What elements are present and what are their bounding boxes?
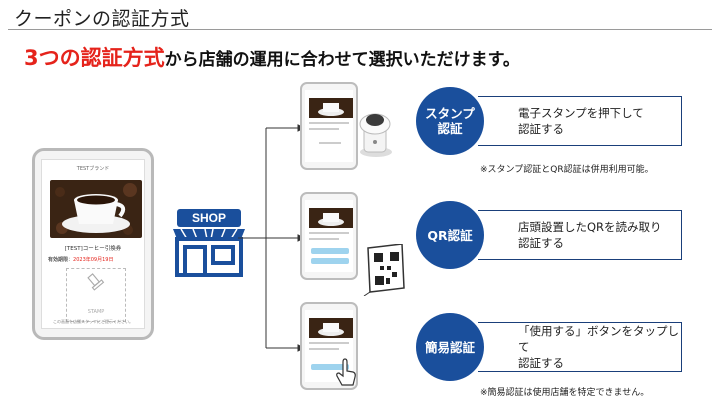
tap-hand-icon <box>336 358 356 386</box>
period-value: 2023年09月19日 <box>73 257 114 263</box>
use-button[interactable] <box>311 364 349 370</box>
method-description: 電子スタンプを押下して 認証する <box>518 106 644 136</box>
qr-auth-phone <box>300 192 358 280</box>
scan-qr-button[interactable] <box>311 248 349 254</box>
slide-title: クーポンの認証方式 <box>14 8 190 30</box>
brand-name: TESTブランド <box>76 166 110 172</box>
simple-method-badge: 簡易認証 <box>416 313 484 381</box>
coupon-name: [TEST]コーヒー引換券 <box>64 246 122 252</box>
coupon-period: 有効期限：2023年09月19日 <box>48 257 114 263</box>
shop-label: SHOP <box>192 211 226 225</box>
subtitle-highlight: 3つの認証方式 <box>24 46 165 70</box>
connector-lines <box>238 124 306 352</box>
secondary-button[interactable] <box>311 258 349 264</box>
coffee-thumbnail <box>309 318 353 338</box>
method-note: ※スタンプ認証とQR認証は併用利用可能。 <box>480 165 654 175</box>
stamp-area[interactable]: STAMP <box>66 268 126 322</box>
coupon-phone-mockup: TESTブランド [TEST]コーヒー引換券 有効期限：2023年09月19日 … <box>32 148 154 340</box>
subtitle-rest: から店舗の運用に合わせて選択いただけます。 <box>164 50 520 70</box>
slide-subtitle: 3つの認証方式から店舗の運用に合わせて選択いただけます。 <box>24 42 520 72</box>
method-description: 店頭設置したQRを読み取り 認証する <box>518 220 662 250</box>
stamp-method-box: 電子スタンプを押下して 認証する <box>478 96 682 146</box>
qr-method-box: 店頭設置したQRを読み取り 認証する <box>478 210 682 260</box>
coffee-cup-image <box>50 180 142 238</box>
title-divider <box>8 29 712 30</box>
electronic-stamp-icon <box>359 113 392 157</box>
coupon-note: この画面を店舗スタッフにご提示ください。 <box>53 319 133 324</box>
stamp-method-badge: スタンプ 認証 <box>416 87 484 155</box>
coffee-thumbnail <box>309 98 353 118</box>
stamp-auth-phone <box>300 82 358 170</box>
shop-icon: SHOP <box>173 209 245 277</box>
simple-method-box: 「使用する」ボタンをタップして 認証する <box>478 322 682 372</box>
qr-stand-icon <box>363 244 405 296</box>
coupon-screen: TESTブランド [TEST]コーヒー引換券 有効期限：2023年09月19日 … <box>41 159 145 329</box>
qr-method-badge: QR認証 <box>416 201 484 269</box>
stamp-icon <box>87 273 105 291</box>
method-note: ※簡易認証は使用店舗を特定できません。 <box>480 388 650 398</box>
period-label: 有効期限 <box>48 257 69 263</box>
coffee-thumbnail <box>309 208 353 228</box>
method-description: 「使用する」ボタンをタップして 認証する <box>518 324 679 370</box>
stamp-label: STAMP <box>87 309 105 315</box>
